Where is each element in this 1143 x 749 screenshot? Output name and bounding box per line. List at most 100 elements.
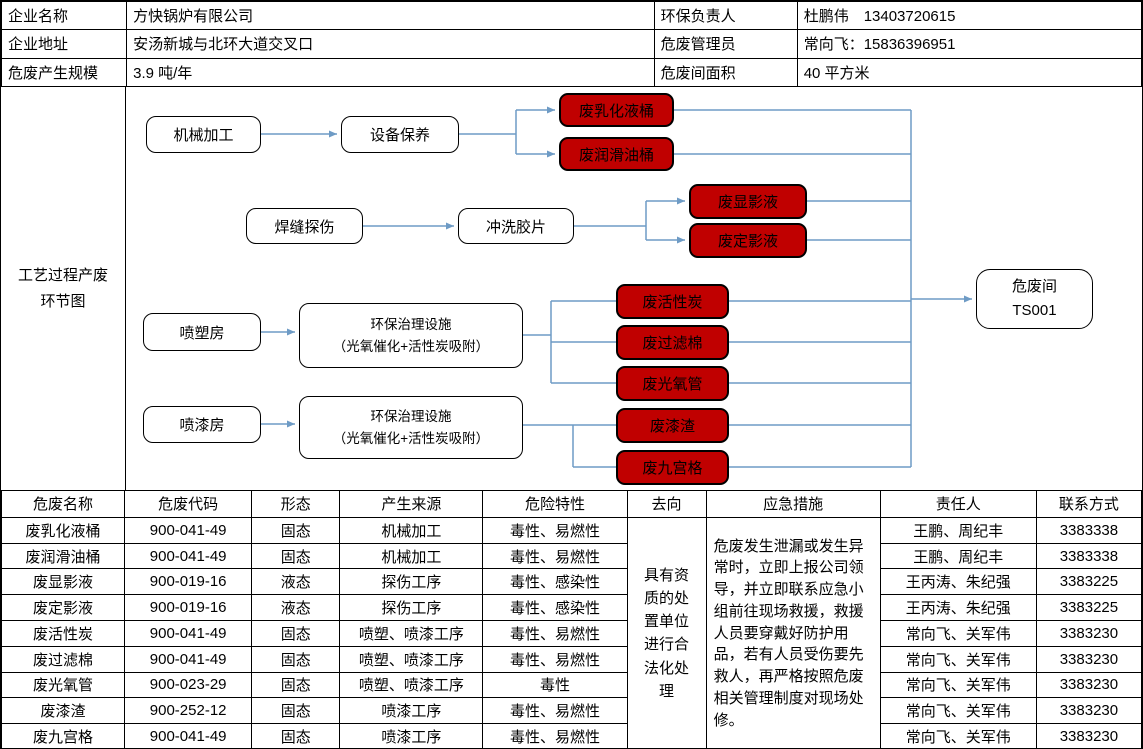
- waste-name: 废光氧管: [1, 671, 126, 699]
- waste-form: 固态: [251, 542, 341, 570]
- waste-source: 机械加工: [339, 516, 484, 544]
- waste-name: 废乳化液桶: [1, 516, 126, 544]
- process-box-label: 冲洗胶片: [485, 218, 546, 236]
- waste-form: 液态: [251, 568, 341, 596]
- waste-code: 900-041-49: [124, 516, 253, 544]
- waste-owner: 常向飞、关军伟: [879, 645, 1037, 673]
- company-name-label: 企业名称: [1, 1, 128, 31]
- col-header-phone: 联系方式: [1035, 490, 1142, 518]
- table-row: 废润滑油桶 900-041-49 固态 机械加工 毒性、易燃性 王鹏、周纪丰 3…: [1, 542, 1142, 570]
- waste-phone: 3383230: [1035, 671, 1142, 699]
- waste-box-label: 废活性炭: [642, 294, 703, 311]
- waste-phone: 3383225: [1035, 568, 1142, 596]
- col-header-owner: 责任人: [879, 490, 1037, 518]
- table-row: 废活性炭 900-041-49 固态 喷塑、喷漆工序 毒性、易燃性 常向飞、关军…: [1, 619, 1142, 647]
- storage-room-box: 危废间 TS001: [976, 269, 1093, 329]
- company-info-row: 危废产生规模 3.9 吨/年 危废间面积 40 平方米: [1, 57, 1142, 88]
- waste-source: 机械加工: [339, 542, 484, 570]
- table-row: 废漆渣 900-252-12 固态 喷漆工序 毒性、易燃性 常向飞、关军伟 33…: [1, 697, 1142, 725]
- waste-box-developer: 废显影液: [689, 184, 807, 219]
- env-officer-label: 环保负责人: [653, 1, 798, 31]
- waste-name: 废润滑油桶: [1, 542, 126, 570]
- waste-code: 900-041-49: [124, 723, 253, 748]
- waste-form: 固态: [251, 671, 341, 699]
- waste-form: 固态: [251, 645, 341, 673]
- col-header-waste-name: 危废名称: [1, 490, 126, 518]
- process-box-plastic-room: 喷塑房: [143, 313, 261, 351]
- waste-form: 固态: [251, 697, 341, 725]
- waste-scale-label: 危废产生规模: [1, 57, 128, 88]
- table-row: 废光氧管 900-023-29 固态 喷塑、喷漆工序 毒性 常向飞、关军伟 33…: [1, 671, 1142, 699]
- waste-name: 废九宫格: [1, 723, 126, 748]
- connector-lines: [261, 106, 972, 468]
- waste-code: 900-041-49: [124, 619, 253, 647]
- waste-code: 900-023-29: [124, 671, 253, 699]
- table-row: 废九宫格 900-041-49 固态 喷漆工序 毒性、易燃性 常向飞、关军伟 3…: [1, 723, 1142, 748]
- storage-area-value: 40 平方米: [796, 57, 1142, 88]
- waste-owner: 王丙涛、朱纪强: [879, 594, 1037, 621]
- company-info-table: 企业名称 方快锅炉有限公司 环保负责人 杜鹏伟 13403720615 企业地址…: [1, 1, 1142, 88]
- company-address-label: 企业地址: [1, 29, 128, 59]
- flow-connectors: [261, 106, 972, 468]
- waste-phone: 3383230: [1035, 697, 1142, 725]
- waste-hazard: 毒性、易燃性: [482, 697, 628, 725]
- waste-hazard: 毒性、感染性: [482, 568, 628, 596]
- waste-manager-value: 常向飞：15836396951: [796, 29, 1142, 59]
- destination-cell: 具有资质的处置单位进行合法化处理: [626, 516, 707, 748]
- waste-box-activated-carbon: 废活性炭: [616, 284, 729, 319]
- waste-box-label: 废光氧管: [642, 376, 703, 393]
- waste-form: 固态: [251, 516, 341, 544]
- waste-name: 废漆渣: [1, 697, 126, 725]
- waste-code: 900-041-49: [124, 645, 253, 673]
- waste-table-header-row: 危废名称 危废代码 形态 产生来源 危险特性 去向 应急措施 责任人 联系方式: [1, 490, 1142, 518]
- destination-text: 具有资质的处置单位进行合法化处理: [644, 566, 690, 700]
- waste-code: 900-041-49: [124, 542, 253, 570]
- storage-area-label: 危废间面积: [653, 57, 798, 88]
- company-info-row: 企业地址 安汤新城与北环大道交叉口 危废管理员 常向飞：15836396951: [1, 29, 1142, 59]
- waste-source: 喷塑、喷漆工序: [339, 619, 484, 647]
- waste-hazard: 毒性、感染性: [482, 594, 628, 621]
- waste-box-filter-cotton: 废过滤棉: [616, 325, 729, 360]
- waste-hazard: 毒性、易燃性: [482, 723, 628, 748]
- process-box-label: 机械加工: [173, 127, 234, 144]
- waste-hazard: 毒性、易燃性: [482, 645, 628, 673]
- waste-name: 废定影液: [1, 594, 126, 621]
- waste-box-label: 废乳化液桶: [578, 102, 654, 120]
- process-box-label: 设备保养: [369, 127, 430, 144]
- table-row: 废乳化液桶 900-041-49 固态 机械加工 毒性、易燃性 具有资质的处置单…: [1, 516, 1142, 748]
- waste-owner: 王丙涛、朱纪强: [879, 568, 1037, 596]
- process-box-paint-room: 喷漆房: [143, 406, 261, 443]
- waste-phone: 3383230: [1035, 619, 1142, 647]
- table-row: 废显影液 900-019-16 液态 探伤工序 毒性、感染性 王丙涛、朱纪强 3…: [1, 568, 1142, 596]
- col-header-hazard: 危险特性: [482, 490, 628, 518]
- storage-room-code: TS001: [1012, 302, 1057, 319]
- waste-box-label: 废定影液: [717, 233, 778, 250]
- waste-box-paint-residue: 废漆渣: [616, 408, 729, 443]
- waste-source: 喷塑、喷漆工序: [339, 645, 484, 673]
- waste-source: 喷漆工序: [339, 697, 484, 725]
- col-header-destination: 去向: [626, 490, 707, 518]
- waste-hazard: 毒性、易燃性: [482, 516, 628, 544]
- waste-hazard: 毒性: [482, 671, 628, 699]
- waste-source: 探伤工序: [339, 568, 484, 596]
- process-box-env-facility-1: 环保治理设施 （光氧催化+活性炭吸附）: [299, 303, 523, 368]
- diagram-section-label: 工艺过程产废环节图: [17, 267, 108, 310]
- waste-box-label: 废过滤棉: [642, 335, 703, 352]
- waste-owner: 王鹏、周纪丰: [879, 542, 1037, 570]
- waste-code: 900-019-16: [124, 568, 253, 596]
- waste-phone: 3383338: [1035, 542, 1142, 570]
- waste-form: 固态: [251, 619, 341, 647]
- waste-owner: 常向飞、关军伟: [879, 723, 1037, 748]
- waste-manager-label: 危废管理员: [653, 29, 798, 59]
- process-flow-diagram: 机械加工 设备保养 焊缝探伤 冲洗胶片 喷塑房 环保治理设施 （光氧催化+活性炭…: [126, 87, 1142, 490]
- waste-name: 废显影液: [1, 568, 126, 596]
- emergency-cell: 危废发生泄漏或发生异常时，立即上报公司领导，并立即联系应急小组前往现场救援，救援…: [705, 516, 881, 748]
- waste-phone: 3383338: [1035, 516, 1142, 544]
- waste-name: 废过滤棉: [1, 645, 126, 673]
- table-row: 废过滤棉 900-041-49 固态 喷塑、喷漆工序 毒性、易燃性 常向飞、关军…: [1, 645, 1142, 673]
- process-box-maintenance: 设备保养: [341, 116, 459, 153]
- waste-box-lube-oil-barrel: 废润滑油桶: [559, 137, 674, 171]
- company-address-value: 安汤新城与北环大道交叉口: [126, 29, 655, 59]
- table-row: 废定影液 900-019-16 液态 探伤工序 毒性、感染性 王丙涛、朱纪强 3…: [1, 594, 1142, 621]
- waste-box-emulsion-barrel: 废乳化液桶: [559, 93, 674, 127]
